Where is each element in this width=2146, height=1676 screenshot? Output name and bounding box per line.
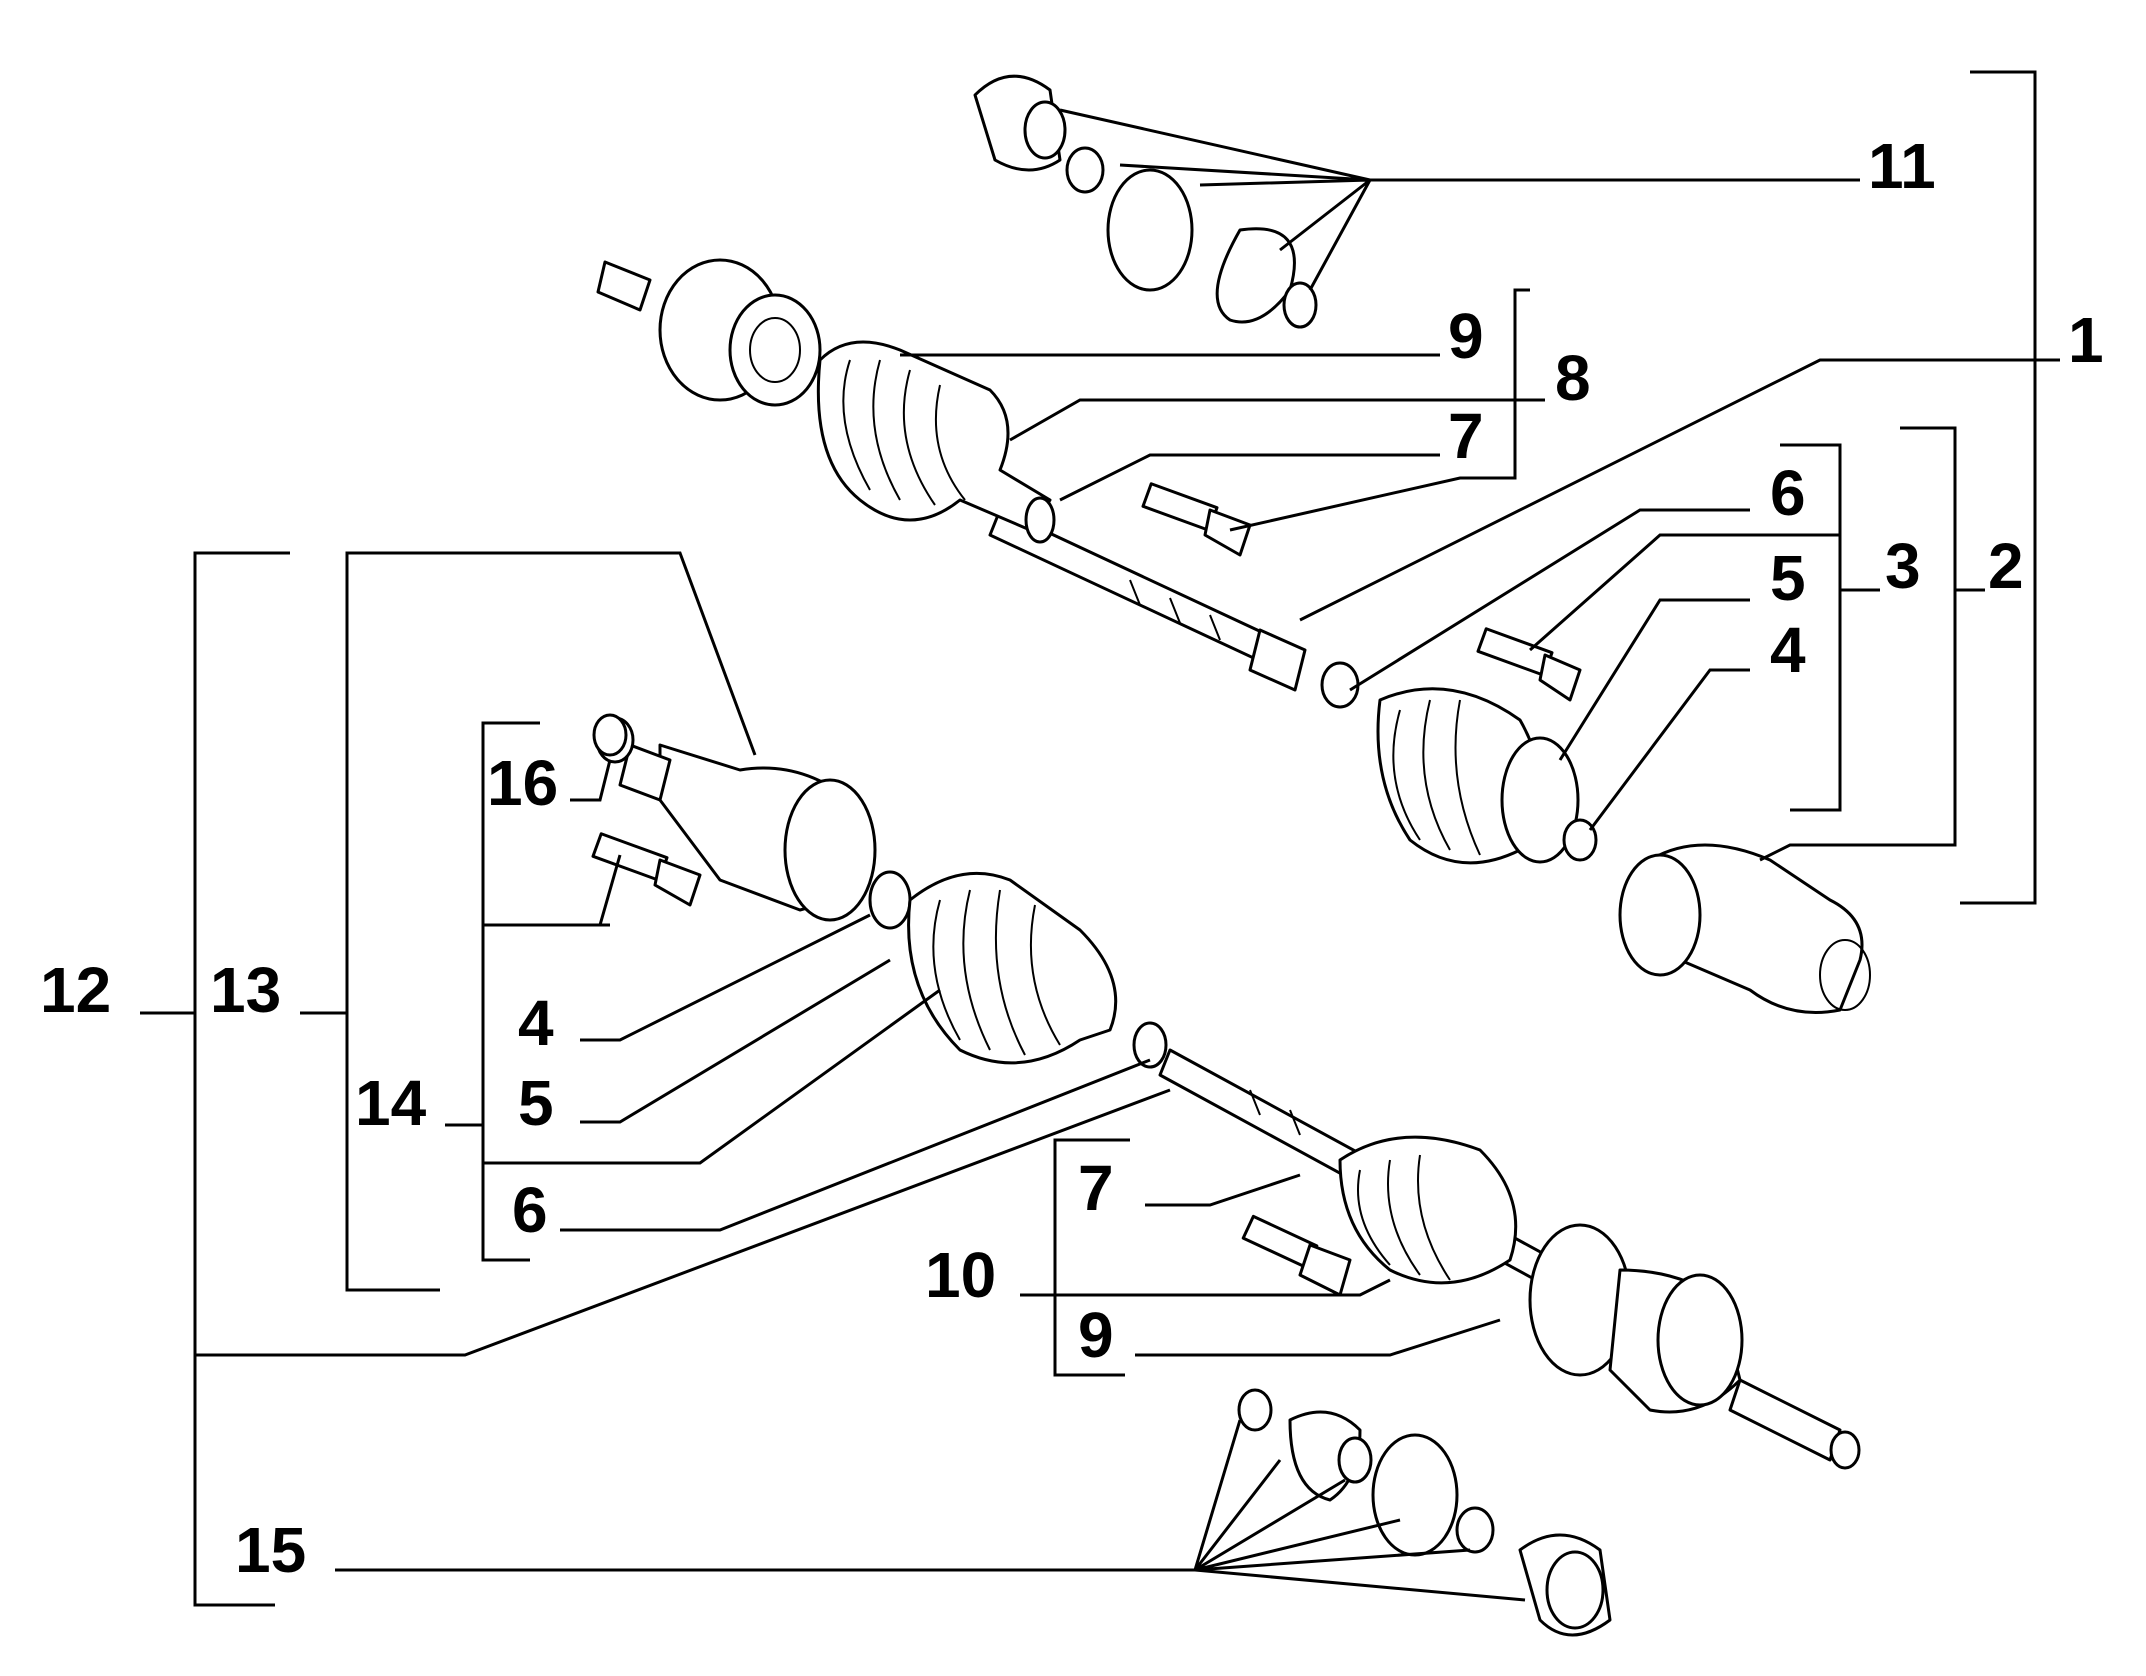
- lower-circlip-16: [592, 713, 628, 757]
- label-3: 3: [1885, 530, 1921, 602]
- label-13: 13: [210, 954, 281, 1026]
- label-9-lower: 9: [1078, 1299, 1114, 1371]
- label-5-lower: 5: [518, 1067, 554, 1139]
- upper-rod-clamp: [1024, 496, 1056, 544]
- label-7-upper: 7: [1448, 400, 1484, 472]
- label-4-lower: 4: [518, 987, 554, 1059]
- upper-outer-cv-joint: [596, 258, 822, 407]
- label-2: 2: [1988, 530, 2024, 602]
- upper-grease-tube-2: [1476, 627, 1582, 702]
- upper-boot: [816, 340, 1052, 532]
- label-10: 10: [925, 1239, 996, 1311]
- label-6-upper: 6: [1770, 457, 1806, 529]
- lower-clamp: [1132, 1021, 1168, 1069]
- label-1: 1: [2068, 304, 2104, 376]
- lower-outer-housing: [595, 716, 877, 922]
- inner-joint-housing: [1618, 843, 1871, 1014]
- label-8: 8: [1555, 342, 1591, 414]
- lower-drive-shaft: [591, 713, 1861, 1470]
- label-15: 15: [235, 1514, 306, 1586]
- label-11: 11: [1868, 130, 1936, 202]
- label-7-lower: 7: [1078, 1152, 1114, 1224]
- label-5-upper: 5: [1770, 542, 1806, 614]
- reference-labels: 11 9 1 8 7 6 5 3 2 4 16 12 13 4 14 5 7 6…: [40, 130, 2104, 1586]
- kit-15-parts: [1237, 1388, 1612, 1637]
- label-9-upper: 9: [1448, 300, 1484, 372]
- kit-11-parts: [973, 74, 1318, 329]
- label-12: 12: [40, 954, 111, 1026]
- lower-grease-tube-16: [591, 832, 702, 907]
- label-16: 16: [487, 747, 558, 819]
- upper-spline-end: [1248, 628, 1307, 692]
- lower-wheel-cv-joint: [1528, 1223, 1861, 1470]
- label-4-upper: 4: [1770, 614, 1806, 686]
- lower-wheel-boot: [1338, 1135, 1518, 1285]
- leader-lines: [140, 70, 2060, 1607]
- upper-drive-shaft: [596, 258, 1307, 692]
- label-14: 14: [355, 1067, 427, 1139]
- lower-boot: [907, 871, 1118, 1065]
- label-6-lower: 6: [512, 1174, 548, 1246]
- upper-inner-boot: [1320, 661, 1598, 865]
- upper-grease-tube: [1141, 482, 1252, 557]
- lower-grease-tube: [1241, 1214, 1352, 1297]
- lower-ring-4: [868, 870, 912, 930]
